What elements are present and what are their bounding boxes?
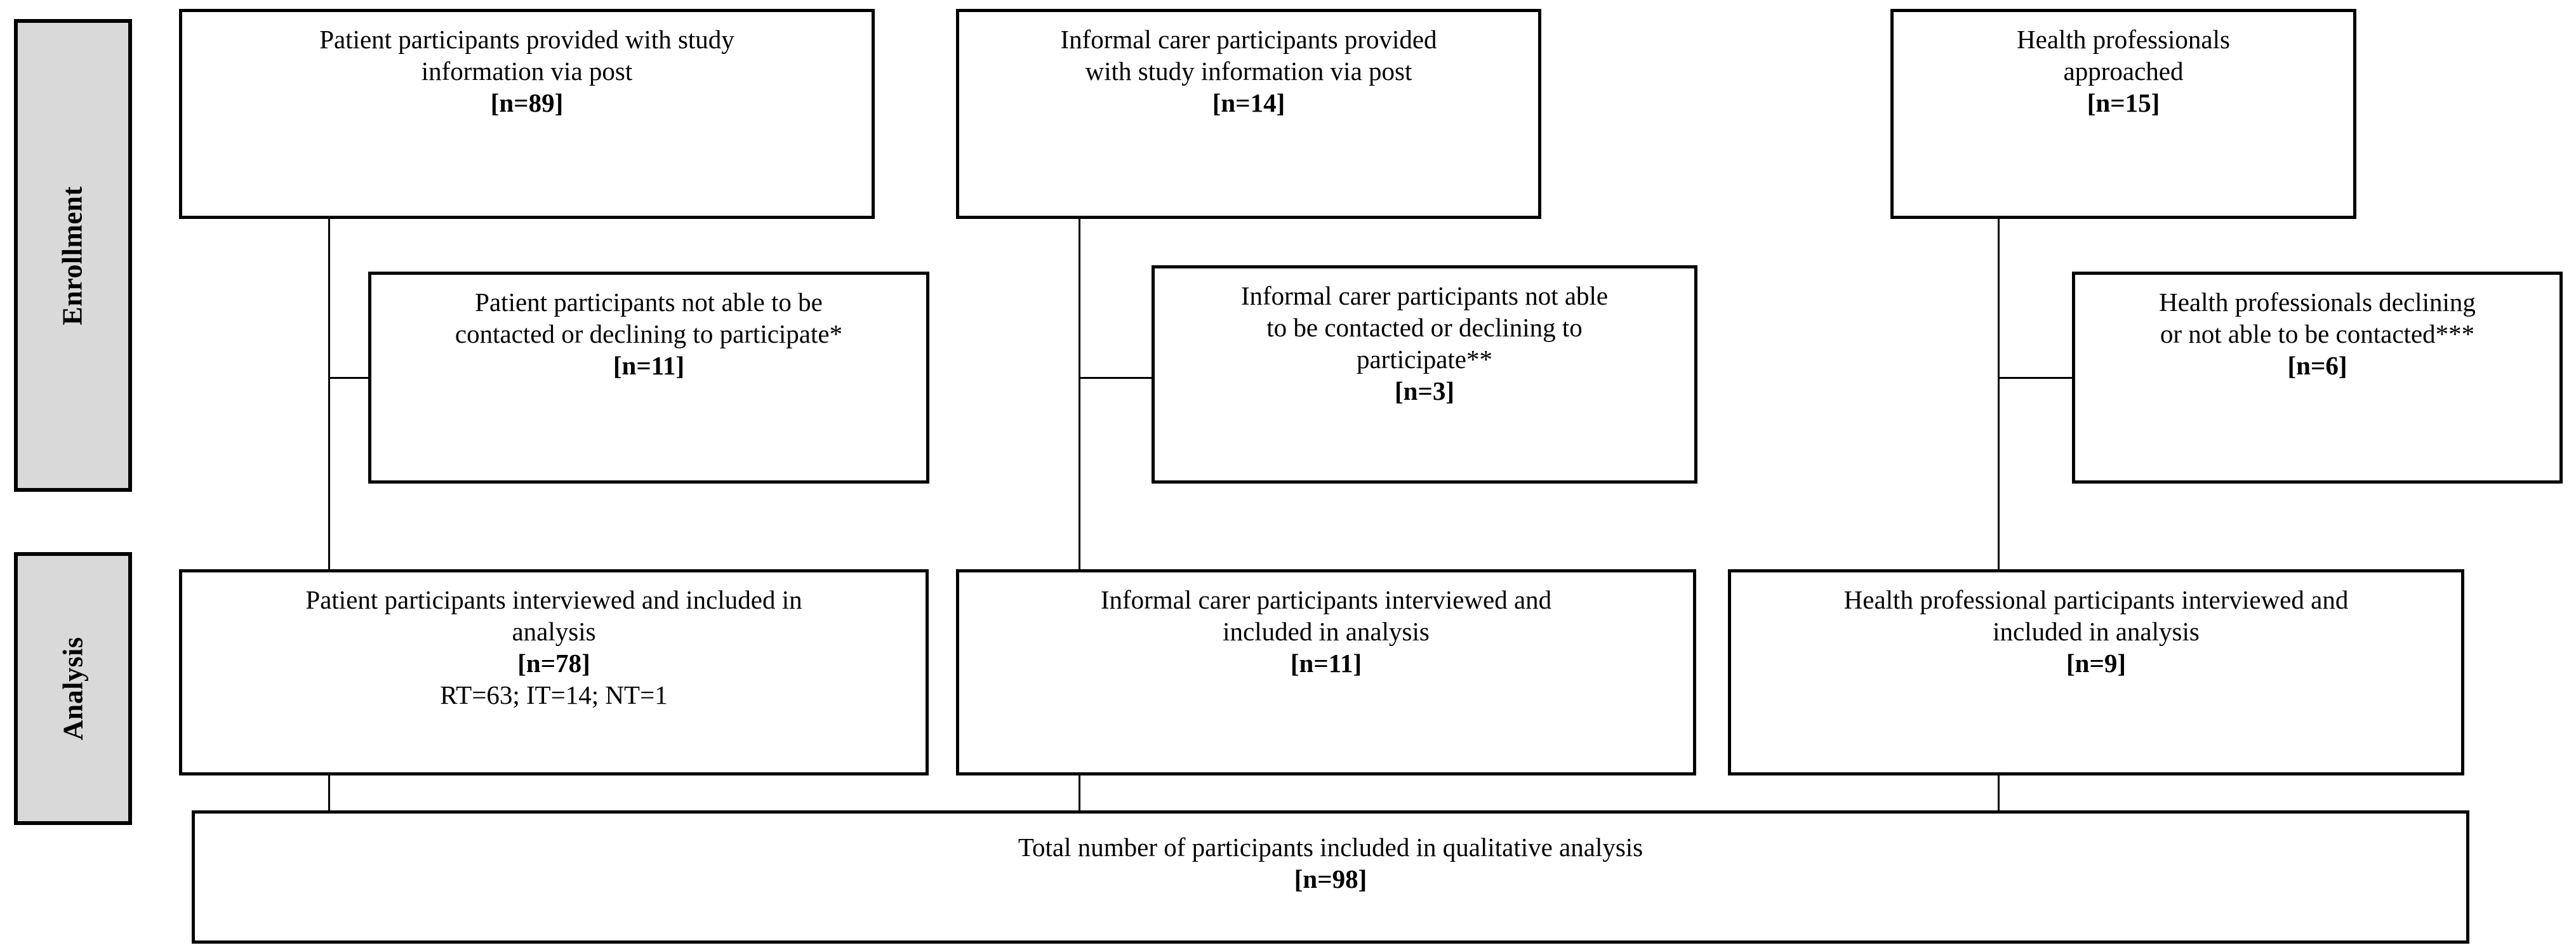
connector-vline-carer-total — [1079, 775, 1080, 812]
box-hcp-approached[interactable]: Health professionals approached [n=15] — [1890, 9, 2356, 219]
connector-hline-carer-exclusion — [1079, 377, 1152, 379]
box-hcp-analysed[interactable]: Health professional participants intervi… — [1728, 569, 2464, 775]
box-line: Informal carer participants interviewed … — [1100, 585, 1552, 614]
box-count: [n=11] — [613, 351, 685, 381]
box-line: analysis — [512, 617, 596, 647]
box-line: Total number of participants included in… — [1018, 833, 1643, 862]
box-carer-approached[interactable]: Informal carer participants provided wit… — [956, 9, 1541, 219]
box-line: with study information via post — [1085, 56, 1412, 86]
box-total-analysed[interactable]: Total number of participants included in… — [192, 810, 2469, 944]
box-count: [n=89] — [490, 88, 564, 118]
box-line: included in analysis — [1993, 617, 2200, 647]
box-hcp-excluded[interactable]: Health professionals declining or not ab… — [2072, 272, 2563, 484]
box-count: [n=14] — [1212, 88, 1285, 118]
connector-hline-hcp-exclusion — [1998, 377, 2073, 379]
box-patient-analysed[interactable]: Patient participants interviewed and inc… — [179, 569, 929, 775]
stage-band-analysis: Analysis — [14, 552, 132, 825]
connector-vline-carer-enrollment — [1079, 219, 1080, 571]
box-line: Health professional participants intervi… — [1843, 585, 2349, 614]
stage-band-enrollment-label: Enrollment — [57, 185, 88, 326]
connector-vline-hcp-total — [1998, 775, 2000, 812]
box-line: contacted or declining to participate* — [455, 319, 843, 349]
connector-vline-patient-enrollment — [328, 219, 330, 571]
stage-band-analysis-label: Analysis — [56, 637, 88, 741]
box-line: Informal carer participants provided — [1060, 25, 1437, 54]
box-count: [n=3] — [1395, 376, 1454, 406]
box-carer-analysed[interactable]: Informal carer participants interviewed … — [956, 569, 1696, 775]
box-count: [n=11] — [1290, 649, 1362, 678]
box-count: [n=98] — [1294, 864, 1367, 894]
box-line: Patient participants interviewed and inc… — [305, 585, 802, 614]
stage-band-enrollment: Enrollment — [14, 19, 132, 492]
box-line: information via post — [421, 56, 633, 86]
box-count: [n=6] — [2287, 351, 2347, 381]
box-line: approached — [2063, 56, 2184, 86]
box-line: Patient participants provided with study — [319, 25, 734, 54]
box-count: [n=9] — [2066, 649, 2126, 678]
box-patient-approached[interactable]: Patient participants provided with study… — [179, 9, 875, 219]
box-line: Informal carer participants not able — [1240, 281, 1609, 310]
box-line: or not able to be contacted*** — [2160, 319, 2475, 349]
box-line: Patient participants not able to be — [475, 287, 823, 317]
box-line: to be contacted or declining to — [1266, 313, 1583, 343]
connector-vline-hcp-enrollment — [1998, 219, 2000, 571]
box-line: included in analysis — [1223, 617, 1430, 647]
box-count: [n=78] — [517, 649, 590, 678]
box-patient-excluded[interactable]: Patient participants not able to be cont… — [368, 272, 929, 484]
box-line: Health professionals declining — [2159, 287, 2476, 317]
box-breakdown: RT=63; IT=14; NT=1 — [440, 680, 668, 710]
box-line: Health professionals — [2017, 25, 2230, 54]
box-count: [n=15] — [2087, 88, 2160, 118]
box-carer-excluded[interactable]: Informal carer participants not able to … — [1152, 265, 1697, 484]
connector-vline-patient-total — [328, 775, 330, 812]
connector-hline-patient-exclusion — [328, 377, 369, 379]
box-line: participate** — [1356, 345, 1492, 374]
